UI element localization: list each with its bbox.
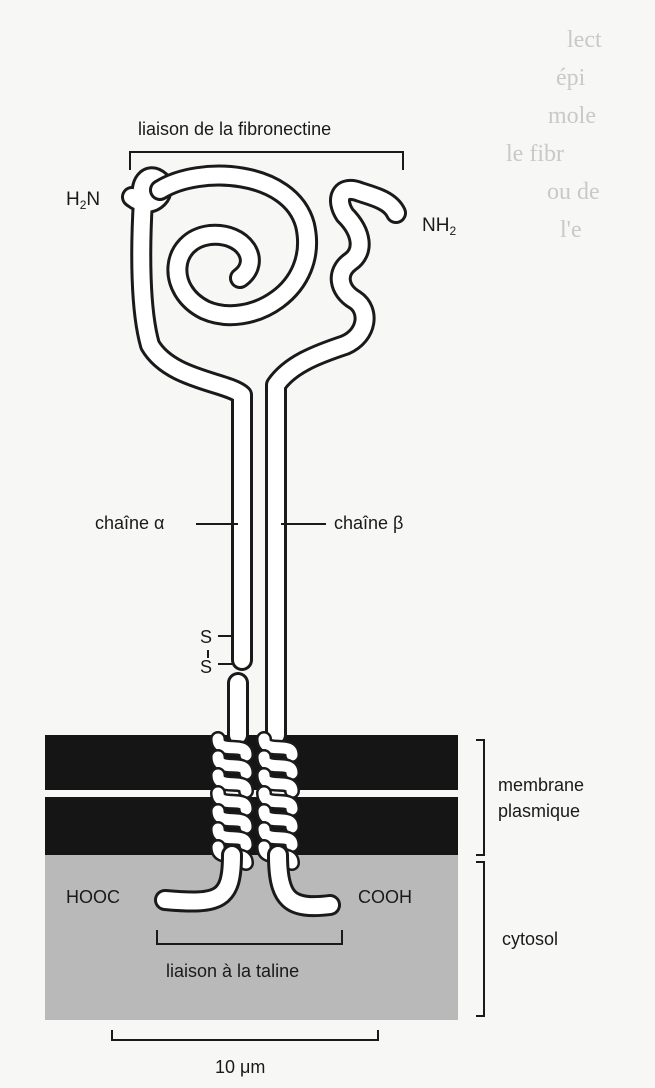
fibronectin-bracket [130, 152, 403, 170]
hooc-label: HOOC [66, 888, 120, 906]
cytosol-label: cytosol [502, 930, 558, 948]
membrane-label-line1: membrane [498, 776, 584, 794]
scale-bar [112, 1030, 378, 1040]
h2n-label: H2N [66, 190, 100, 211]
sulfur-bottom-label: S [200, 658, 212, 676]
alpha-chain-label: chaîne α [95, 514, 164, 532]
scale-label: 10 μm [215, 1058, 265, 1076]
cooh-label: COOH [358, 888, 412, 906]
beta-chain-label: chaîne β [334, 514, 403, 532]
sulfur-top-label: S [200, 628, 212, 646]
membrane-bracket [476, 740, 484, 855]
nh2-label: NH2 [422, 216, 456, 237]
talin-binding-label: liaison à la taline [166, 962, 299, 980]
cytosol-region [45, 855, 458, 1020]
fibronectin-binding-label: liaison de la fibronectine [138, 120, 331, 138]
cytosol-bracket [476, 862, 484, 1016]
membrane-outer-leaflet [45, 735, 458, 790]
membrane-label-line2: plasmique [498, 802, 580, 820]
